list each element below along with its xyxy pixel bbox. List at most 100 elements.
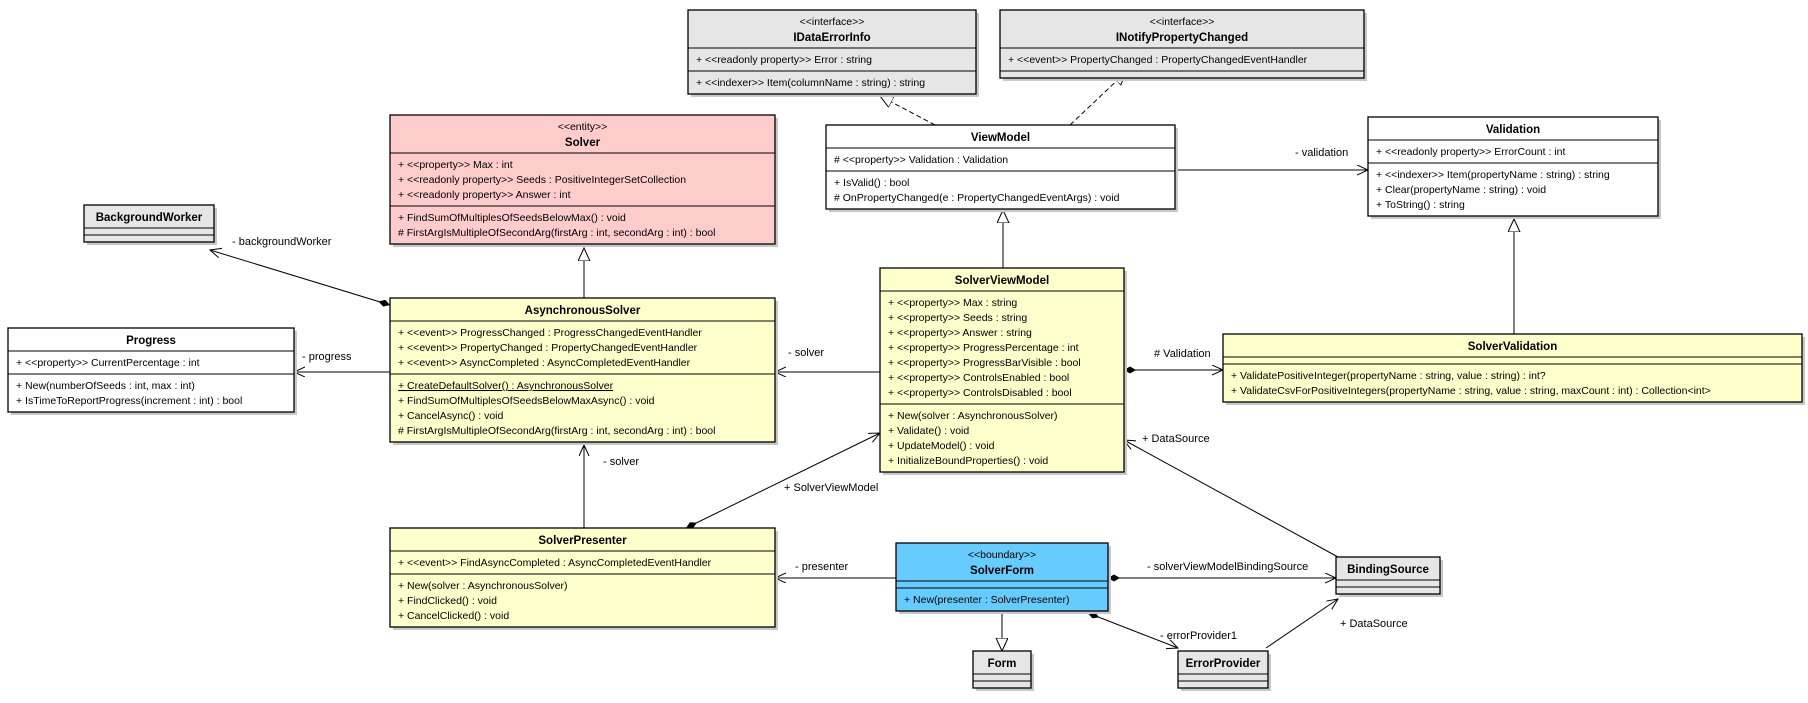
association-solverpresenter-solverviewmodel: [685, 433, 880, 528]
class-name: ViewModel: [971, 132, 1030, 144]
class-operation: + IsValid() : bool: [834, 177, 909, 189]
class-name: ErrorProvider: [1186, 658, 1261, 670]
class-operation: + CreateDefaultSolver() : AsynchronousSo…: [398, 380, 614, 392]
class-viewmodel[interactable]: ViewModel# <<property>> Validation : Val…: [825, 124, 1178, 212]
class-box: [389, 297, 776, 443]
label-data-source-ep: + DataSource: [1340, 618, 1408, 630]
association-asynchronoussolver-backgroundworker: [210, 250, 391, 305]
class-name: BackgroundWorker: [96, 212, 203, 224]
class-attribute: + <<event>> PropertyChanged : PropertyCh…: [398, 342, 698, 354]
class-bindingsource[interactable]: BindingSource: [1335, 556, 1443, 597]
class-inotifypropertychanged[interactable]: <<interface>> INotifyPropertyChanged + <<e…: [999, 9, 1367, 81]
class-box: [1367, 116, 1659, 217]
realization-viewmodel-idataerrorinfo: [880, 96, 936, 126]
class-box: [1177, 650, 1269, 689]
class-attribute: + <<property>> Seeds : string: [888, 312, 1027, 324]
class-attribute: + <<event>> AsyncCompleted : AsyncComple…: [398, 357, 691, 369]
label-solver-presenter: - solver: [603, 456, 639, 468]
class-operation: + New(presenter : SolverPresenter): [904, 594, 1069, 606]
class-name: SolverViewModel: [955, 275, 1049, 287]
class-name: AsynchronousSolver: [525, 305, 641, 317]
class-operation: + CancelClicked() : void: [398, 610, 509, 622]
class-box: [895, 542, 1109, 612]
class-solverform[interactable]: <<boundary>>SolverForm+ New(presenter : …: [895, 542, 1111, 614]
class-attribute: + <<property>> ControlsEnabled : bool: [888, 372, 1069, 384]
class-box: [879, 267, 1125, 473]
class-solvervalidation[interactable]: SolverValidation + ValidatePositiveIntege…: [1222, 333, 1805, 405]
association-errorprovider-bindingsource: [1265, 599, 1338, 649]
class-attribute: + <<event>> FindAsyncCompleted : AsyncCo…: [398, 557, 712, 569]
class-attribute: + <<readonly property>> ErrorCount : int: [1376, 146, 1565, 158]
class-operation: + Validate() : void: [888, 425, 969, 437]
class-attribute: + <<property>> Answer : string: [888, 327, 1032, 339]
class-solver[interactable]: <<entity>> Solver + <<property>> Max : int…: [389, 114, 778, 247]
class-stereotype: <<entity>>: [558, 121, 608, 133]
association-solverform-errorprovider: [1087, 613, 1178, 648]
class-asynchronoussolver[interactable]: AsynchronousSolver + <<event>> ProgressCh…: [389, 297, 778, 445]
class-backgroundworker[interactable]: BackgroundWorker: [83, 204, 217, 245]
class-attribute: + <<property>> ProgressBarVisible : bool: [888, 357, 1081, 369]
label-validation: - validation: [1295, 147, 1348, 159]
class-operation: + FindSumOfMultiplesOfSeedsBelowMaxAsync…: [398, 395, 655, 407]
association-bindingsource-solverviewmodel: [1124, 440, 1339, 558]
class-name: Validation: [1486, 124, 1540, 136]
class-operation: # FirstArgIsMultipleOfSecondArg(firstArg…: [398, 425, 715, 437]
class-box: [999, 9, 1365, 79]
relationships: [210, 72, 1514, 651]
class-name: Solver: [565, 137, 601, 149]
class-operation: + <<indexer>> Item(columnName : string) …: [696, 77, 925, 89]
class-attribute: + <<property>> Max : string: [888, 297, 1017, 309]
class-progress[interactable]: Progress + <<property>> CurrentPercentage…: [7, 327, 297, 415]
label-hash-validation: # Validation: [1154, 348, 1211, 360]
class-operation: # OnPropertyChanged(e : PropertyChangedE…: [834, 192, 1120, 204]
class-solverpresenter[interactable]: SolverPresenter + <<event>> FindAsyncComp…: [389, 527, 778, 630]
class-operation: + UpdateModel() : void: [888, 440, 995, 452]
class-attribute: + <<event>> PropertyChanged : PropertyCh…: [1008, 54, 1308, 66]
class-operation: + <<indexer>> Item(propertyName : string…: [1376, 169, 1610, 181]
class-attribute: + <<event>> ProgressChanged : ProgressCh…: [398, 327, 702, 339]
class-box: [1335, 556, 1441, 595]
class-box: [389, 114, 776, 245]
class-name: BindingSource: [1347, 564, 1429, 576]
label-background-worker: - backgroundWorker: [232, 236, 332, 248]
class-idataerrorinfo[interactable]: <<interface>>IDataErrorInfo+ <<readonly …: [687, 9, 979, 97]
class-attribute: + <<property>> Max : int: [398, 159, 513, 171]
class-box: [687, 9, 977, 95]
class-operation: + New(solver : AsynchronousSolver): [398, 580, 568, 592]
class-operation: + New(solver : AsynchronousSolver): [888, 410, 1058, 422]
label-error-provider: - errorProvider1: [1160, 630, 1237, 642]
label-data-source-vm: + DataSource: [1142, 433, 1210, 445]
class-attribute: + <<readonly property>> Seeds : Positive…: [398, 174, 686, 186]
class-box: [1222, 333, 1803, 403]
class-name: SolverForm: [970, 565, 1034, 577]
class-form[interactable]: Form: [972, 650, 1034, 691]
class-box: [972, 650, 1032, 689]
class-attribute: + <<property>> ProgressPercentage : int: [888, 342, 1079, 354]
class-attribute: + <<readonly property>> Error : string: [696, 54, 872, 66]
class-attribute: + <<property>> CurrentPercentage : int: [16, 357, 200, 369]
class-name: Progress: [126, 335, 176, 347]
class-name: SolverValidation: [1468, 341, 1557, 353]
class-operation: + FindClicked() : void: [398, 595, 497, 607]
class-boxes: <<interface>> IDataErrorInfo + <<readonly …: [7, 9, 1805, 691]
class-operation: # FirstArgIsMultipleOfSecondArg(firstArg…: [398, 227, 715, 239]
class-stereotype: <<interface>>: [1150, 16, 1215, 28]
class-operation: + New(numberOfSeeds : int, max : int): [16, 380, 195, 392]
class-box: [825, 124, 1176, 210]
class-validation[interactable]: Validation + <<readonly property>> ErrorC…: [1367, 116, 1661, 219]
class-errorprovider[interactable]: ErrorProvider: [1177, 650, 1271, 691]
class-box: [7, 327, 295, 413]
class-name: IDataErrorInfo: [793, 32, 870, 44]
label-progress: - progress: [302, 351, 352, 363]
class-box: [83, 204, 215, 243]
class-operation: + FindSumOfMultiplesOfSeedsBelowMax() : …: [398, 212, 626, 224]
label-solver-view-model: + SolverViewModel: [784, 482, 878, 494]
class-solverviewmodel[interactable]: SolverViewModel + <<property>> Max : stri…: [879, 267, 1127, 475]
association-labels: - validation - backgroundWorker - progre…: [232, 147, 1408, 642]
class-name: SolverPresenter: [538, 535, 627, 547]
class-operation: + ValidatePositiveInteger(propertyName :…: [1231, 370, 1546, 382]
class-operation: + ToString() : string: [1376, 199, 1465, 211]
class-name: INotifyPropertyChanged: [1116, 32, 1248, 44]
class-operation: + CancelAsync() : void: [398, 410, 503, 422]
